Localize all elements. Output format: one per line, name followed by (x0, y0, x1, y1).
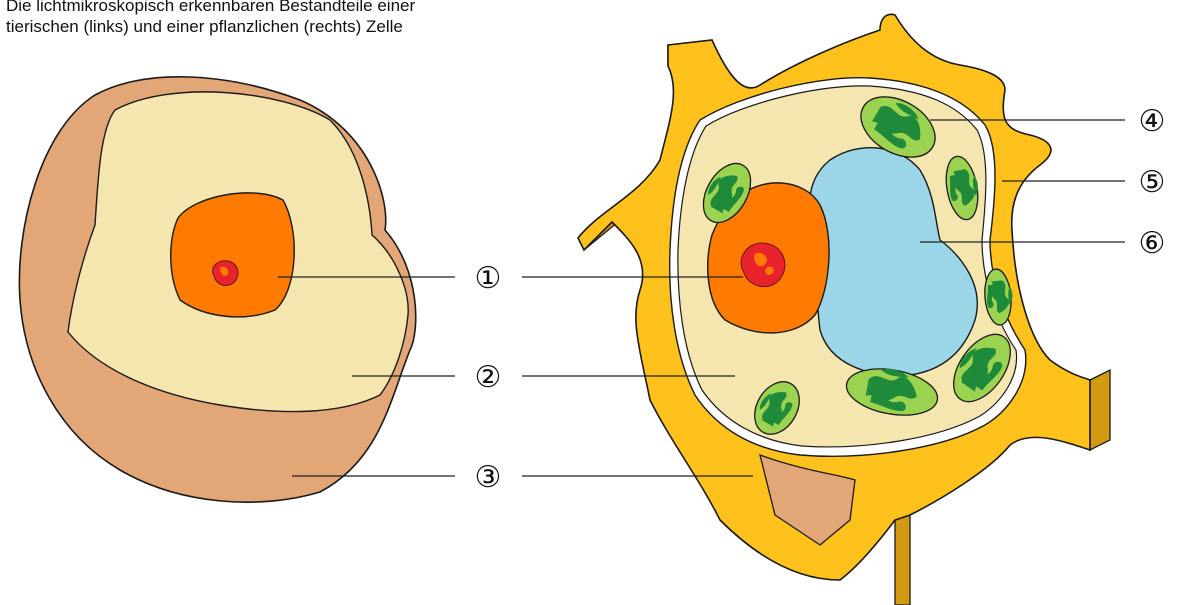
label-2: ② (475, 360, 502, 395)
animal-cell-nucleus (171, 193, 295, 317)
label-6: ⑥ (1139, 226, 1166, 261)
animal-cell (19, 77, 415, 502)
plant-cell (578, 14, 1110, 605)
label-5: ⑤ (1139, 165, 1166, 200)
label-3: ③ (475, 460, 502, 495)
label-4: ④ (1139, 104, 1166, 139)
label-1: ① (475, 261, 502, 296)
